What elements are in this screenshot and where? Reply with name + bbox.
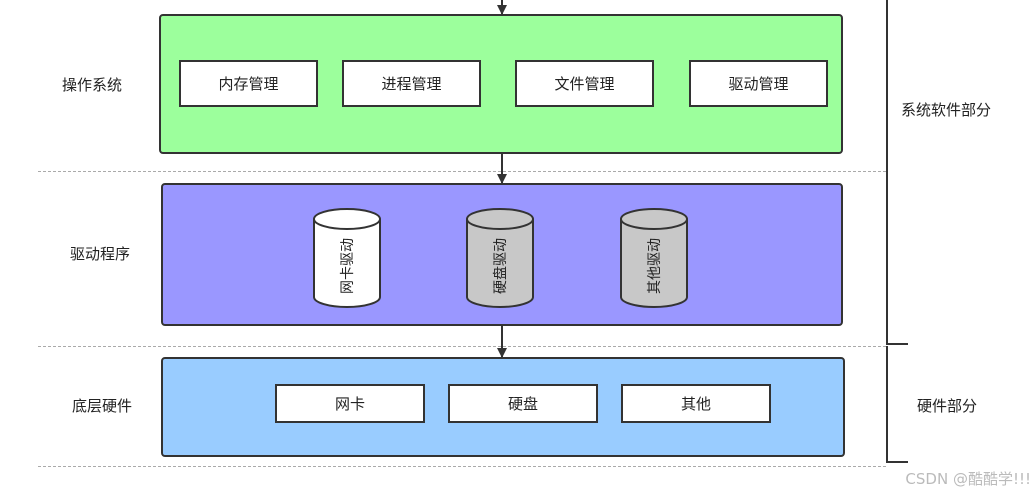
- driver-layer-label: 驱动程序: [70, 245, 131, 263]
- hardware-layer-label: 底层硬件: [72, 397, 133, 415]
- separator-drivers-hardware: [38, 346, 886, 347]
- cylinder-shape: [313, 208, 381, 308]
- disk-driver-cylinder: 硬盘驱动: [465, 207, 535, 309]
- os-module-process: 进程管理: [342, 60, 481, 107]
- os-layer-label: 操作系统: [62, 76, 123, 94]
- nic-driver-cylinder: 网卡驱动: [312, 207, 382, 309]
- os-module-memory: 内存管理: [179, 60, 318, 107]
- nic-driver-label: 网卡驱动: [340, 238, 356, 295]
- disk-driver-label: 硬盘驱动: [493, 238, 509, 295]
- os-module-file: 文件管理: [515, 60, 654, 107]
- hardware-item-other: 其他: [621, 384, 771, 423]
- software-group-label: 系统软件部分: [901, 101, 992, 119]
- cylinder-shape: [620, 208, 688, 308]
- other-driver-cylinder: 其他驱动: [619, 207, 689, 309]
- hardware-group-label: 硬件部分: [917, 397, 978, 415]
- watermark-text: CSDN @酷酷学!!!: [905, 470, 1031, 488]
- separator-os-drivers: [38, 171, 886, 172]
- other-driver-label: 其他驱动: [647, 238, 663, 295]
- hardware-item-disk: 硬盘: [448, 384, 598, 423]
- hardware-group-bracket: [886, 346, 908, 463]
- cylinder-shape: [466, 208, 534, 308]
- hardware-item-nic: 网卡: [275, 384, 425, 423]
- separator-bottom: [38, 466, 886, 467]
- software-group-bracket: [886, 0, 908, 345]
- os-module-driver: 驱动管理: [689, 60, 828, 107]
